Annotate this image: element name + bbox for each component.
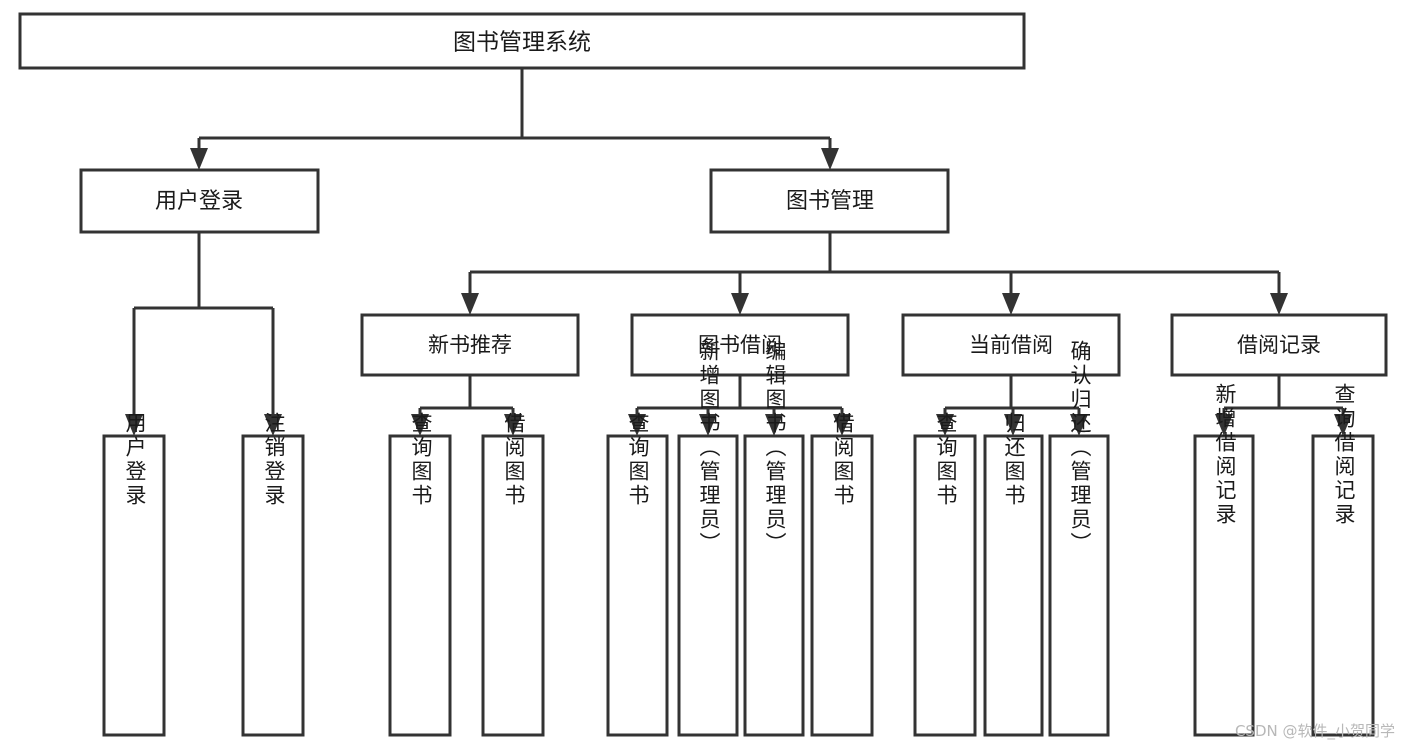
leaf-user-login-label: 用户登录 xyxy=(123,412,147,508)
arrowhead-leaf-edit-book xyxy=(765,414,783,436)
node-leaf-user-login[interactable]: 用户登录 xyxy=(102,412,166,737)
leaf-logout-box[interactable] xyxy=(241,434,305,737)
leaf-query-record-label: 查询借阅记录 xyxy=(1332,383,1356,527)
arrowhead-borrow-record xyxy=(1270,293,1288,315)
root-box[interactable] xyxy=(18,12,1026,70)
book-management-box[interactable] xyxy=(709,168,950,234)
node-leaf-add-record[interactable]: 新增借阅记录 xyxy=(1193,383,1255,737)
arrowhead-leaf-add-book xyxy=(699,414,717,436)
node-book-management[interactable]: 图书管理 xyxy=(709,168,950,234)
leaf-edit-book-box[interactable] xyxy=(743,434,805,737)
leaf-edit-book-label: 编辑图书（管理员） xyxy=(763,340,787,556)
arrowhead-leaf-add-record xyxy=(1215,414,1233,436)
leaf-query-book-3-label: 查询图书 xyxy=(934,412,958,508)
leaf-add-book-box[interactable] xyxy=(677,434,739,737)
arrowhead-leaf-query-book-1 xyxy=(411,414,429,436)
arrowhead-leaf-logout xyxy=(264,414,282,436)
connector-layer xyxy=(125,68,1352,436)
node-borrow-record[interactable]: 借阅记录 xyxy=(1170,313,1388,377)
book-borrow-box[interactable] xyxy=(630,313,850,377)
current-borrow-box[interactable] xyxy=(901,313,1121,377)
leaf-query-record-box[interactable] xyxy=(1311,434,1375,737)
user-login-label: 用户登录 xyxy=(155,189,243,214)
leaf-query-book-2-label: 查询图书 xyxy=(626,412,650,508)
leaf-add-record-box[interactable] xyxy=(1193,434,1255,737)
node-leaf-add-book[interactable]: 新增图书（管理员） xyxy=(677,340,739,737)
node-leaf-edit-book[interactable]: 编辑图书（管理员） xyxy=(743,340,805,737)
leaf-borrow-book-2-box[interactable] xyxy=(810,434,874,737)
leaf-borrow-book-1-box[interactable] xyxy=(481,434,545,737)
leaf-return-book-box[interactable] xyxy=(983,434,1044,737)
leaf-borrow-book-1-label: 借阅图书 xyxy=(502,412,526,508)
arrowhead-book-mgmt xyxy=(821,148,839,170)
node-leaf-query-book-1[interactable]: 查询图书 xyxy=(388,412,452,737)
node-leaf-query-book-2[interactable]: 查询图书 xyxy=(606,412,669,737)
arrowhead-leaf-confirm-return xyxy=(1070,414,1088,436)
arrowhead-leaf-query-book-3 xyxy=(936,414,954,436)
book-borrow-label: 图书借阅 xyxy=(698,333,782,357)
leaf-add-book-label: 新增图书（管理员） xyxy=(697,340,721,556)
leaf-add-record-label: 新增借阅记录 xyxy=(1213,383,1237,527)
arrowhead-leaf-return-book xyxy=(1004,414,1022,436)
arrowhead-leaf-borrow-book-1 xyxy=(504,414,522,436)
arrowhead-leaf-query-record xyxy=(1334,414,1352,436)
node-leaf-confirm-return[interactable]: 确认归还（管理员） xyxy=(1048,340,1110,737)
arrowhead-new-book-rec xyxy=(461,293,479,315)
leaf-confirm-return-label: 确认归还（管理员） xyxy=(1068,340,1092,556)
arrowhead-leaf-query-book-2 xyxy=(628,414,646,436)
borrow-record-label: 借阅记录 xyxy=(1237,333,1321,357)
leaf-query-book-1-label: 查询图书 xyxy=(409,412,433,508)
new-book-recommend-box[interactable] xyxy=(360,313,580,377)
leaf-confirm-return-box[interactable] xyxy=(1048,434,1110,737)
leaf-return-book-label: 归还图书 xyxy=(1002,412,1026,508)
node-book-borrow[interactable]: 图书借阅 xyxy=(630,313,850,377)
leaf-user-login-box[interactable] xyxy=(102,434,166,737)
leaf-query-book-2-box[interactable] xyxy=(606,434,669,737)
arrowhead-current-borrow xyxy=(1002,293,1020,315)
root-label: 图书管理系统 xyxy=(453,30,591,56)
node-new-book-recommend[interactable]: 新书推荐 xyxy=(360,313,580,377)
arrowhead-leaf-borrow-book-2 xyxy=(833,414,851,436)
node-leaf-query-book-3[interactable]: 查询图书 xyxy=(913,412,977,737)
new-book-recommend-label: 新书推荐 xyxy=(428,333,512,357)
node-leaf-borrow-book-2[interactable]: 借阅图书 xyxy=(810,412,874,737)
node-leaf-logout[interactable]: 注销登录 xyxy=(241,412,305,737)
leaf-query-book-1-box[interactable] xyxy=(388,434,452,737)
node-user-login[interactable]: 用户登录 xyxy=(79,168,320,234)
node-leaf-query-record[interactable]: 查询借阅记录 xyxy=(1311,383,1375,737)
leaf-borrow-book-2-label: 借阅图书 xyxy=(831,412,855,508)
arrowhead-book-borrow xyxy=(731,293,749,315)
arrowhead-leaf-user-login xyxy=(125,414,143,436)
node-leaf-borrow-book-1[interactable]: 借阅图书 xyxy=(481,412,545,737)
user-login-box[interactable] xyxy=(79,168,320,234)
node-root[interactable]: 图书管理系统 xyxy=(18,12,1026,70)
node-current-borrow[interactable]: 当前借阅 xyxy=(901,313,1121,377)
arrowhead-user-login xyxy=(190,148,208,170)
leaf-query-book-3-box[interactable] xyxy=(913,434,977,737)
node-leaf-return-book[interactable]: 归还图书 xyxy=(983,412,1044,737)
leaf-logout-label: 注销登录 xyxy=(262,412,286,508)
borrow-record-box[interactable] xyxy=(1170,313,1388,377)
book-management-label: 图书管理 xyxy=(786,189,874,214)
current-borrow-label: 当前借阅 xyxy=(969,333,1053,357)
